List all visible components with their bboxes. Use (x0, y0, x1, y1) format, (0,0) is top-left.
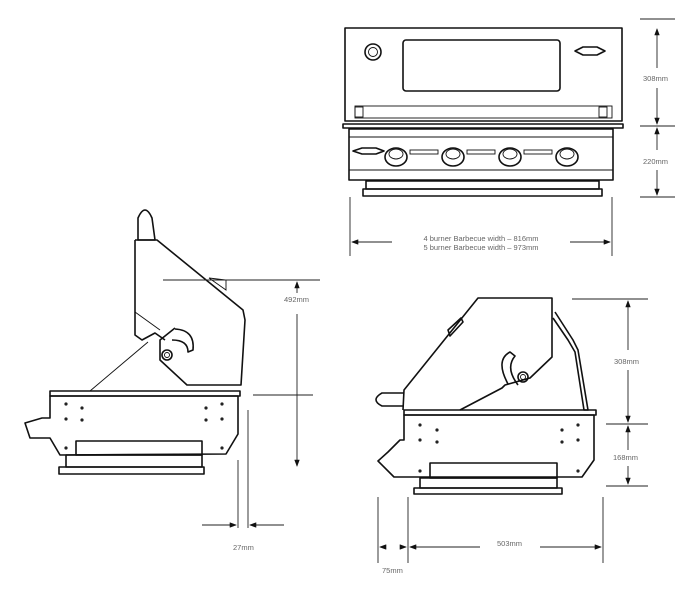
temp-gauge-icon (161, 349, 173, 361)
drip-tray (362, 188, 603, 197)
knob-icon (555, 147, 579, 167)
dim-168mm: 168mm (613, 453, 638, 462)
dim-220mm-front: 220mm (643, 157, 668, 166)
dim-75mm: 75mm (382, 566, 403, 575)
side-open-dimensions: 492mm 27mm (163, 279, 320, 552)
dim-width-5-burner: 5 burner Barbecue width – 973mm (423, 243, 538, 252)
lid-handle (137, 209, 156, 241)
side-body-2 (377, 414, 595, 478)
dim-308mm-front: 308mm (643, 74, 668, 83)
dim-492mm: 492mm (284, 295, 309, 304)
side-closed-dimensions: 308mm 168mm 503mm 75mm (377, 298, 648, 575)
hinge-bar (354, 105, 613, 119)
dim-27mm: 27mm (233, 543, 254, 552)
dim-width-4-burner: 4 burner Barbecue width – 816mm (423, 234, 538, 243)
front-view (342, 27, 624, 197)
front-dimensions: 308mm 220mm 4 burner Barbecue width – 81… (349, 18, 675, 256)
side-drip-tray (58, 466, 205, 475)
badge-icon (574, 46, 606, 56)
dim-503mm: 503mm (497, 539, 522, 548)
knob-icon (384, 147, 408, 167)
side-view-lid-closed (375, 297, 597, 495)
temp-gauge-icon-2 (517, 371, 529, 383)
side-view-lid-open (24, 209, 246, 475)
panel-badge-icon (352, 147, 385, 155)
control-panel (348, 128, 614, 181)
dim-308mm-side: 308mm (614, 357, 639, 366)
logo-icon (364, 43, 382, 61)
side-drip-tray-2 (413, 487, 563, 495)
knob-icon (441, 147, 465, 167)
lid-front (344, 27, 623, 122)
side-body (24, 395, 239, 456)
knob-icon (498, 147, 522, 167)
ignition-dots (409, 149, 553, 155)
lid-window (402, 39, 561, 92)
